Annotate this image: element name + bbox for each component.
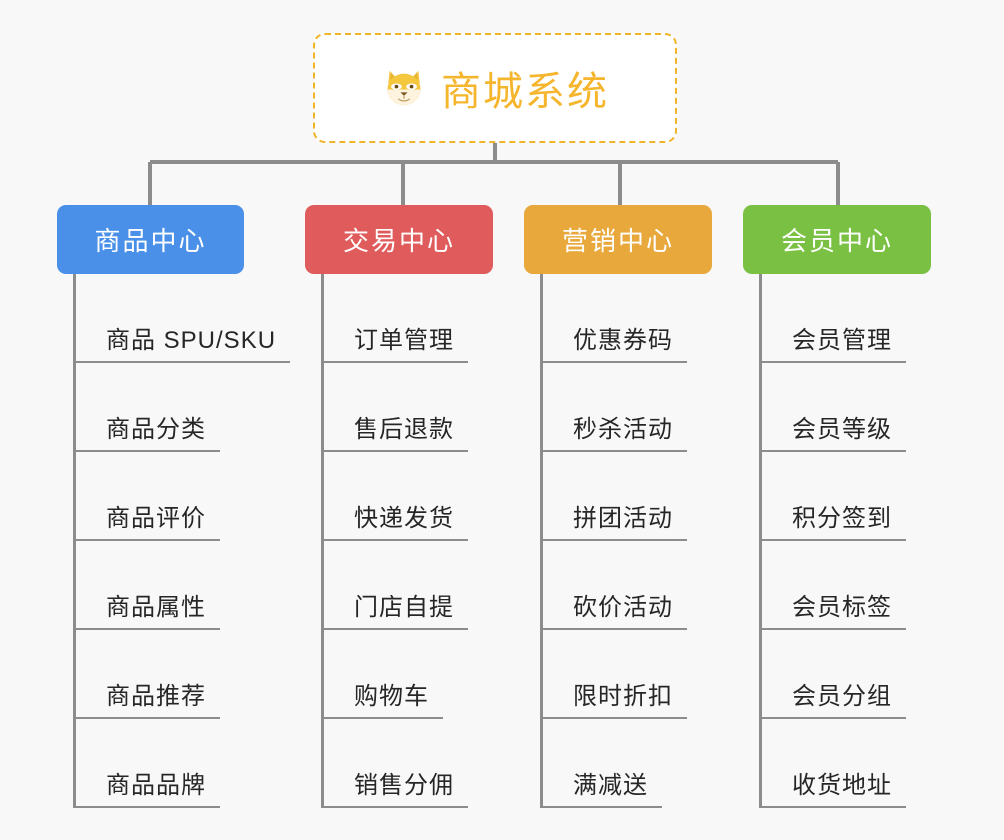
leaf-label: 积分签到	[792, 505, 892, 532]
leaf-underline: 收货地址	[762, 765, 906, 808]
leaf-label: 会员等级	[792, 416, 892, 443]
category-header-trade[interactable]: 交易中心	[305, 205, 493, 274]
leaf-underline: 商品 SPU/SKU	[76, 320, 291, 363]
leaf-label: 快递发货	[354, 505, 454, 532]
list-item[interactable]: 会员等级	[762, 363, 1004, 452]
list-item[interactable]: 售后退款	[324, 363, 469, 452]
category-columns: 商品中心 商品 SPU/SKU 商品分类 商品评价	[0, 205, 1004, 808]
leaf-label: 销售分佣	[354, 772, 454, 799]
leaf-list-product: 商品 SPU/SKU 商品分类 商品评价 商品属性	[73, 274, 291, 808]
leaf-underline: 会员标签	[762, 587, 906, 630]
leaf-label: 商品属性	[106, 594, 206, 621]
leaf-underline: 积分签到	[762, 498, 906, 541]
leaf-list-trade: 订单管理 售后退款 快递发货 门店自提	[321, 274, 469, 808]
category-column-marketing: 营销中心 优惠券码 秒杀活动 拼团活动	[469, 205, 712, 808]
leaf-underline: 限时折扣	[543, 676, 687, 719]
leaf-underline: 销售分佣	[324, 765, 468, 808]
list-item[interactable]: 满减送	[543, 719, 688, 808]
leaf-underline: 快递发货	[324, 498, 468, 541]
leaf-label: 商品推荐	[106, 683, 206, 710]
leaf-label: 收货地址	[792, 772, 892, 799]
list-item[interactable]: 优惠券码	[543, 274, 688, 363]
leaf-underline: 会员分组	[762, 676, 906, 719]
list-item[interactable]: 门店自提	[324, 541, 469, 630]
leaf-underline: 商品分类	[76, 409, 220, 452]
leaf-label: 订单管理	[354, 327, 454, 354]
category-column-product: 商品中心 商品 SPU/SKU 商品分类 商品评价	[0, 205, 291, 808]
list-item[interactable]: 商品 SPU/SKU	[76, 274, 291, 363]
root-node[interactable]: 商城系统	[313, 33, 677, 143]
leaf-list-marketing: 优惠券码 秒杀活动 拼团活动 砍价活动	[540, 274, 688, 808]
list-item[interactable]: 限时折扣	[543, 630, 688, 719]
leaf-label: 商品分类	[106, 416, 206, 443]
list-item[interactable]: 购物车	[324, 630, 469, 719]
category-header-product[interactable]: 商品中心	[57, 205, 244, 274]
leaf-label: 限时折扣	[573, 683, 673, 710]
leaf-label: 优惠券码	[573, 327, 673, 354]
leaf-label: 满减送	[573, 772, 648, 799]
leaf-label: 秒杀活动	[573, 416, 673, 443]
category-column-trade: 交易中心 订单管理 售后退款 快递发货	[250, 205, 493, 808]
leaf-label: 商品品牌	[106, 772, 206, 799]
category-column-member: 会员中心 会员管理 会员等级 积分签到	[688, 205, 1004, 808]
list-item[interactable]: 快递发货	[324, 452, 469, 541]
leaf-label: 砍价活动	[573, 594, 673, 621]
dog-face-icon	[381, 65, 427, 111]
leaf-underline: 门店自提	[324, 587, 468, 630]
leaf-underline: 会员管理	[762, 320, 906, 363]
leaf-list-member: 会员管理 会员等级 积分签到 会员标签	[759, 274, 1004, 808]
leaf-underline: 商品品牌	[76, 765, 220, 808]
list-item[interactable]: 砍价活动	[543, 541, 688, 630]
list-item[interactable]: 商品分类	[76, 363, 250, 452]
list-item[interactable]: 会员分组	[762, 630, 1004, 719]
leaf-underline: 满减送	[543, 765, 662, 808]
leaf-label: 购物车	[354, 683, 429, 710]
root-title: 商城系统	[441, 70, 609, 114]
leaf-underline: 售后退款	[324, 409, 468, 452]
list-item[interactable]: 会员管理	[762, 274, 1004, 363]
leaf-label: 会员分组	[792, 683, 892, 710]
leaf-underline: 购物车	[324, 676, 443, 719]
list-item[interactable]: 商品品牌	[76, 719, 250, 808]
leaf-underline: 订单管理	[324, 320, 468, 363]
list-item[interactable]: 商品属性	[76, 541, 250, 630]
leaf-label: 门店自提	[354, 594, 454, 621]
category-header-marketing[interactable]: 营销中心	[524, 205, 712, 274]
leaf-underline: 商品评价	[76, 498, 220, 541]
list-item[interactable]: 销售分佣	[324, 719, 469, 808]
leaf-underline: 商品属性	[76, 587, 220, 630]
leaf-label: 商品 SPU/SKU	[106, 327, 277, 354]
leaf-label: 商品评价	[106, 505, 206, 532]
leaf-underline: 商品推荐	[76, 676, 220, 719]
list-item[interactable]: 收货地址	[762, 719, 1004, 808]
leaf-underline: 拼团活动	[543, 498, 687, 541]
leaf-label: 拼团活动	[573, 505, 673, 532]
leaf-underline: 秒杀活动	[543, 409, 687, 452]
list-item[interactable]: 会员标签	[762, 541, 1004, 630]
leaf-label: 会员标签	[792, 594, 892, 621]
list-item[interactable]: 秒杀活动	[543, 363, 688, 452]
list-item[interactable]: 订单管理	[324, 274, 469, 363]
leaf-label: 会员管理	[792, 327, 892, 354]
list-item[interactable]: 商品推荐	[76, 630, 250, 719]
leaf-underline: 优惠券码	[543, 320, 687, 363]
leaf-underline: 会员等级	[762, 409, 906, 452]
list-item[interactable]: 拼团活动	[543, 452, 688, 541]
list-item[interactable]: 积分签到	[762, 452, 1004, 541]
category-header-member[interactable]: 会员中心	[743, 205, 931, 274]
leaf-label: 售后退款	[354, 416, 454, 443]
list-item[interactable]: 商品评价	[76, 452, 250, 541]
leaf-underline: 砍价活动	[543, 587, 687, 630]
